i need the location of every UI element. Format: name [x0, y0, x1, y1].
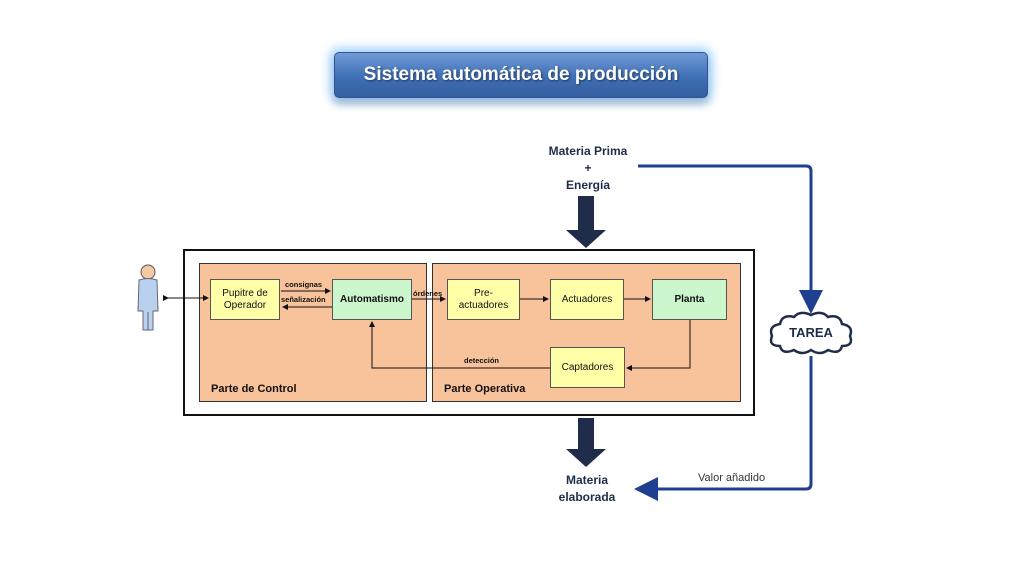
operator-icon: [137, 264, 159, 331]
title-banner: Sistema automática de producción: [334, 52, 708, 98]
planta-block: Planta: [652, 279, 727, 320]
actuadores-block: Actuadores: [550, 279, 624, 320]
output-arrow-icon: [566, 418, 606, 467]
input-arrow-icon: [566, 196, 606, 248]
materia-prima-text: Materia Prima: [548, 144, 628, 158]
ordenes-label: órdenes: [413, 289, 443, 298]
senalizacion-label: señalización: [281, 295, 326, 304]
materia-text: Materia: [565, 473, 609, 487]
captadores-text: Captadores: [561, 361, 614, 373]
tarea-label: TAREA: [789, 325, 833, 340]
operativa-panel-label: Parte Operativa: [444, 383, 526, 395]
elaborada-text: elaborada: [558, 490, 616, 504]
planta-text: Planta: [674, 293, 705, 305]
valor-anadido-label: Valor añadido: [698, 472, 766, 484]
automatismo-text: Automatismo: [340, 293, 404, 305]
tarea-cloud-icon: [769, 311, 853, 355]
pupitre-text: Pupitre de Operador: [222, 287, 268, 311]
captadores-block: Captadores: [550, 347, 625, 388]
input-label: Materia Prima + Energía: [528, 143, 648, 194]
plus-text: +: [584, 161, 592, 175]
control-panel-label: Parte de Control: [211, 383, 297, 395]
preactuadores-block: Pre-actuadores: [447, 279, 520, 320]
output-label: Materia elaborada: [537, 472, 637, 506]
pupitre-block: Pupitre de Operador: [210, 279, 280, 320]
preactuadores-text: Pre-actuadores: [458, 287, 509, 311]
automatismo-block: Automatismo: [332, 279, 412, 320]
deteccion-label: detección: [464, 356, 500, 365]
energia-text: Energía: [565, 178, 610, 192]
consignas-label: consignas: [285, 280, 323, 289]
actuadores-text: Actuadores: [561, 293, 613, 305]
title-text: Sistema automática de producción: [363, 64, 679, 85]
